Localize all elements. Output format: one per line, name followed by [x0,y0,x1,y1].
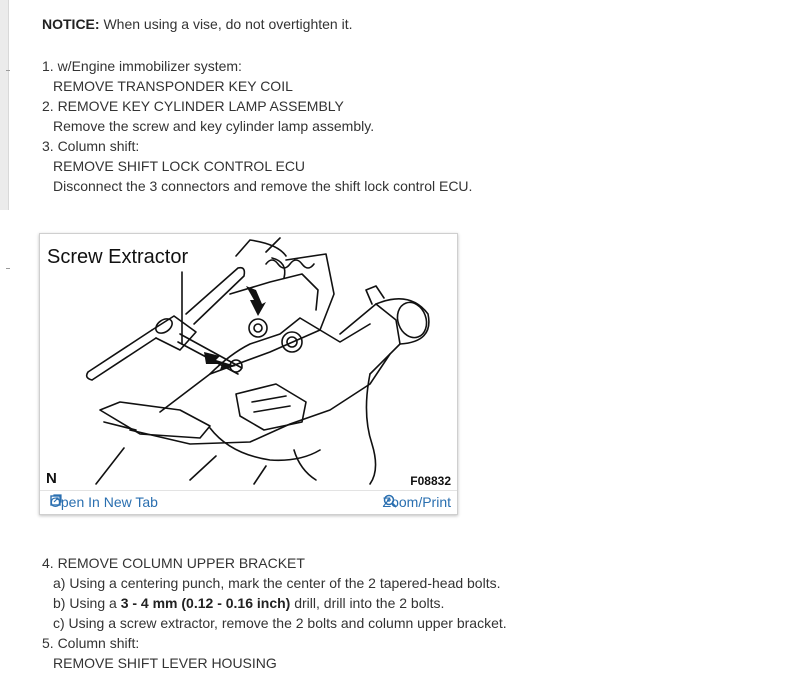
step-4b-post: drill, drill into the 2 bolts. [290,595,445,611]
figure-corner-mark: N [46,470,57,487]
step-2-line: Remove the screw and key cylinder lamp a… [53,118,375,134]
zoom-print-link[interactable]: Zoom/Print [383,494,451,510]
scroll-tick [6,70,10,71]
step-4b-spec: 3 - 4 mm (0.12 - 0.16 inch) [120,595,291,611]
step-4b: b) Using a 3 - 4 mm (0.12 - 0.16 inch) d… [42,593,782,613]
open-link-label: Open In New Tab [50,494,158,510]
scrollbar-track[interactable] [0,0,9,210]
step-5-title: 5. Column shift: [42,635,140,651]
step-4c: c) Using a screw extractor, remove the 2… [53,615,507,631]
step-4a: a) Using a centering punch, mark the cen… [53,575,501,591]
figure-link-bar: Open In New Tab Zoom/Print [40,490,457,513]
figure-code: F08832 [410,474,451,488]
open-in-new-tab-link[interactable]: Open In New Tab [50,494,158,510]
notice-text: When using a vise, do not overtighten it… [99,16,353,32]
procedure-text-top: NOTICE: When using a vise, do not overti… [42,14,782,196]
procedure-text-bottom: 4. REMOVE COLUMN UPPER BRACKET a) Using … [42,553,782,673]
step-4b-pre: b) Using a [53,595,121,611]
zoom-link-label: Zoom/Print [382,494,451,510]
notice-line: NOTICE: When using a vise, do not overti… [42,14,782,34]
step-2-title: 2. REMOVE KEY CYLINDER LAMP ASSEMBLY [42,98,344,114]
step-3-line-1: REMOVE SHIFT LOCK CONTROL ECU [53,158,306,174]
scroll-tick [6,268,10,269]
step-4-title: 4. REMOVE COLUMN UPPER BRACKET [42,555,305,571]
figure-label: Screw Extractor [47,246,189,268]
magnifier-icon [383,494,397,508]
figure-screw-extractor[interactable]: Screw Extractor N F08832 Open In New Tab… [39,233,458,515]
step-3-title: 3. Column shift: [42,138,140,154]
step-5-line: REMOVE SHIFT LEVER HOUSING [53,655,277,671]
step-1-line: REMOVE TRANSPONDER KEY COIL [53,78,293,94]
notice-label: NOTICE: [42,16,100,32]
step-3-line-2: Disconnect the 3 connectors and remove t… [53,178,473,194]
external-link-icon [50,494,62,506]
step-1-title: 1. w/Engine immobilizer system: [42,58,242,74]
steering-column-illustration [85,237,430,485]
